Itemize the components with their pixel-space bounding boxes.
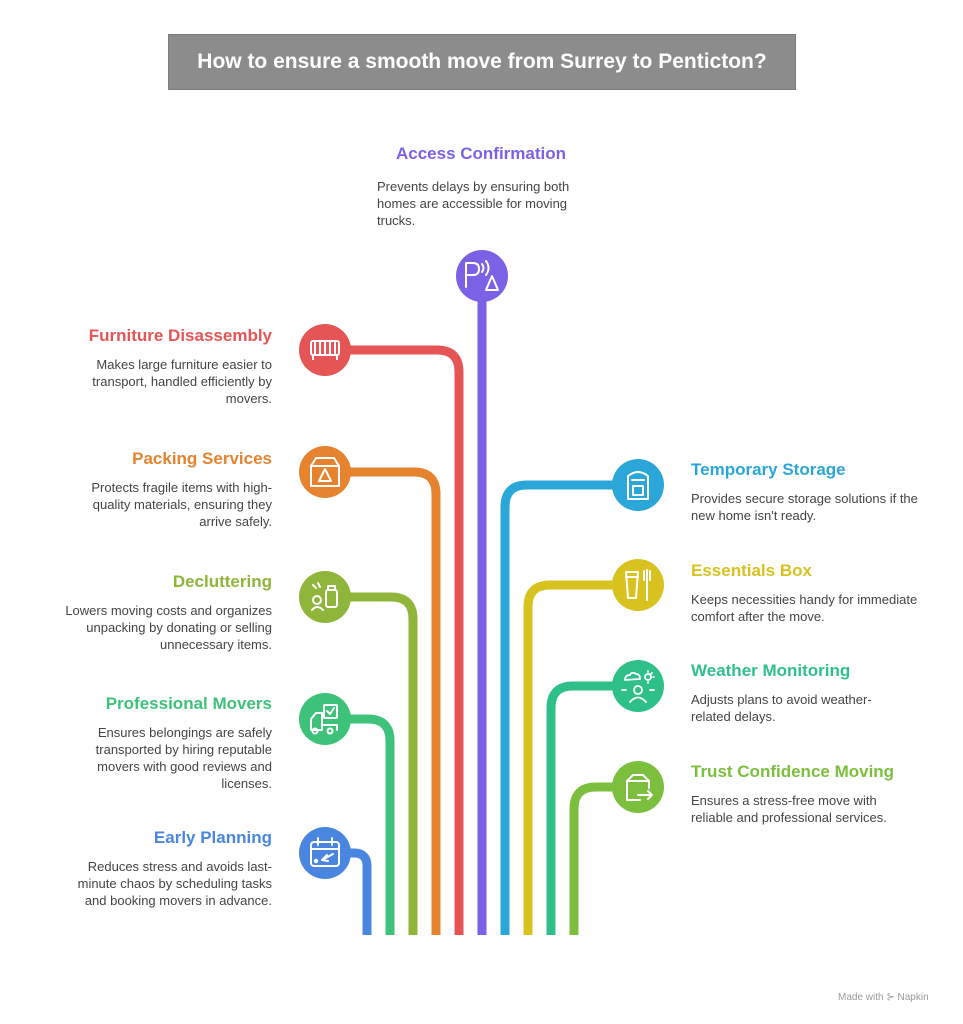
node-storage	[612, 459, 664, 511]
item-declutter: Decluttering Lowers moving costs and org…	[62, 572, 272, 653]
title-banner: How to ensure a smooth move from Surrey …	[168, 34, 796, 90]
item-essentials-title: Essentials Box	[691, 561, 812, 580]
calendar-icon	[310, 837, 340, 867]
connector-essentials	[523, 580, 614, 935]
donate-icon	[311, 582, 338, 611]
item-packing: Packing Services Protects fragile items …	[62, 449, 272, 530]
item-weather-desc: Adjusts plans to avoid weather-related d…	[691, 692, 872, 724]
node-planning-circle	[299, 827, 351, 879]
item-furniture-title: Furniture Disassembly	[88, 326, 272, 345]
item-furniture-desc: Makes large furniture easier to transpor…	[92, 357, 272, 406]
connector-packing	[350, 467, 441, 935]
napkin-watermark: Made with ⊱ Napkin	[838, 992, 929, 1003]
item-declutter-title: Decluttering	[172, 572, 272, 591]
node-trust-circle	[612, 761, 664, 813]
item-packing-desc: Protects fragile items with high-quality…	[91, 480, 272, 529]
node-movers	[299, 693, 351, 745]
node-access	[456, 250, 508, 302]
page-title: How to ensure a smooth move from Surrey …	[197, 50, 767, 73]
item-movers-title: Professional Movers	[105, 694, 272, 713]
item-planning: Early Planning Reduces stress and avoids…	[62, 828, 272, 909]
item-weather-title: Weather Monitoring	[691, 661, 851, 680]
item-movers: Professional Movers Ensures belongings a…	[62, 694, 272, 792]
node-packing	[299, 446, 351, 498]
connector-furniture	[350, 345, 464, 935]
item-planning-title: Early Planning	[153, 828, 272, 847]
item-access-title: Access Confirmation	[395, 144, 567, 163]
node-declutter	[299, 571, 351, 623]
node-weather	[612, 660, 664, 712]
node-trust	[612, 761, 664, 813]
item-packing-title: Packing Services	[132, 449, 272, 468]
item-storage-desc: Provides secure storage solutions if the…	[691, 491, 918, 523]
node-essentials	[612, 559, 664, 611]
item-trust-desc: Ensures a stress-free move with reliable…	[691, 793, 887, 825]
parking-icon	[465, 260, 499, 291]
item-planning-desc: Reduces stress and avoids last-minute ch…	[77, 859, 272, 908]
fragile-box-icon	[310, 457, 340, 487]
connector-trust	[569, 782, 614, 935]
item-trust: Trust Confidence Moving Ensures a stress…	[691, 762, 921, 826]
item-access: Access Confirmation Prevents delays by e…	[360, 144, 602, 229]
node-planning	[299, 827, 351, 879]
weather-icon	[621, 670, 655, 703]
connector-planning	[350, 848, 372, 935]
item-declutter-desc: Lowers moving costs and organizes unpack…	[65, 603, 272, 652]
sofa-icon	[310, 340, 340, 360]
item-essentials-desc: Keeps necessities handy for immediate co…	[691, 592, 918, 624]
connector-movers	[350, 714, 395, 935]
item-trust-title: Trust Confidence Moving	[691, 762, 895, 781]
toiletries-icon	[625, 569, 651, 601]
moving-truck-icon	[310, 704, 338, 735]
item-storage-title: Temporary Storage	[691, 460, 846, 479]
node-packing-circle	[299, 446, 351, 498]
item-storage: Temporary Storage Provides secure storag…	[691, 460, 921, 524]
connector-declutter	[350, 592, 418, 935]
node-access-circle	[456, 250, 508, 302]
item-access-desc: Prevents delays by ensuring both homes a…	[377, 179, 570, 228]
node-furniture	[299, 324, 351, 376]
storage-unit-icon	[627, 471, 649, 500]
item-movers-desc: Ensures belongings are safely transporte…	[95, 725, 272, 791]
connector-storage	[500, 480, 614, 935]
connector-weather	[546, 681, 614, 935]
share-box-icon	[626, 774, 653, 801]
item-weather: Weather Monitoring Adjusts plans to avoi…	[691, 661, 901, 725]
item-furniture: Furniture Disassembly Makes large furnit…	[62, 326, 272, 407]
item-essentials: Essentials Box Keeps necessities handy f…	[691, 561, 921, 625]
